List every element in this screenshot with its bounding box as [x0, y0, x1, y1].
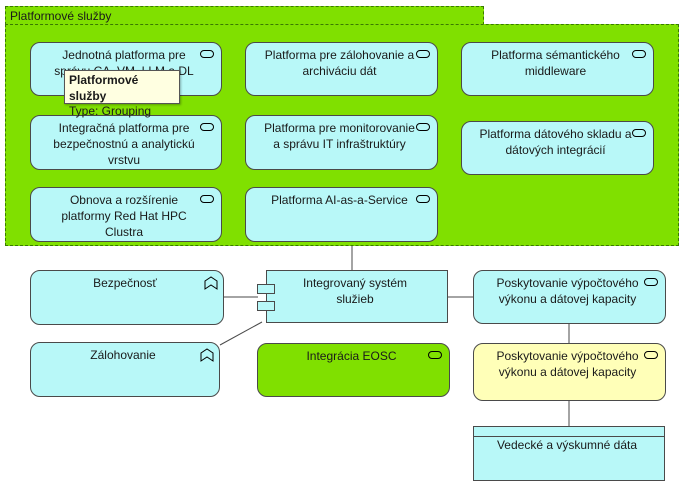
service-ai-as-a-service[interactable]: Platforma AI-as-a-Service	[245, 187, 438, 242]
data-object-header-line	[473, 436, 665, 437]
service-label: Platforma pre zálohovanie a archiváciu d…	[264, 48, 415, 79]
conn-backup-component	[219, 321, 263, 346]
service-label: Integračná platforma pre bezpečnostnú a …	[53, 121, 195, 168]
function-label: Zálohovanie	[90, 348, 156, 362]
service-icon	[416, 123, 430, 131]
function-label: Bezpečnosť	[93, 276, 157, 290]
service-icon	[632, 129, 646, 137]
service-icon	[416, 50, 430, 58]
service-label: Poskytovanie výpočtového výkonu a dátove…	[496, 349, 639, 380]
service-icon	[200, 123, 214, 131]
service-icon	[200, 50, 214, 58]
function-chevron-icon	[200, 348, 214, 362]
service-data-warehouse[interactable]: Platforma dátového skladu a dátových int…	[461, 121, 654, 175]
tooltip-title: Platformové služby	[69, 73, 139, 103]
service-eosc-integration[interactable]: Integrácia EOSC	[257, 343, 450, 397]
service-label: Platforma sémantického middleware	[491, 48, 620, 79]
service-label: Integrácia EOSC	[306, 349, 397, 363]
component-label: Integrovaný systém služieb	[302, 276, 408, 307]
service-icon	[632, 50, 646, 58]
service-label: Platforma pre monitorovanie a správu IT …	[264, 121, 415, 152]
group-title: Platformové služby	[10, 9, 112, 23]
function-security[interactable]: Bezpečnosť	[30, 270, 224, 325]
service-icon	[200, 195, 214, 203]
component-tab-icon	[257, 284, 275, 294]
service-label: Poskytovanie výpočtového výkonu a dátove…	[496, 276, 639, 307]
data-object-label: Vedecké a výskumné dáta	[496, 438, 638, 452]
service-compute-capacity-business[interactable]: Poskytovanie výpočtového výkonu a dátove…	[473, 343, 666, 401]
component-tab-icon	[257, 301, 275, 311]
component-integrated-system[interactable]: Integrovaný systém služieb	[266, 270, 448, 323]
service-compute-capacity[interactable]: Poskytovanie výpočtového výkonu a dátove…	[473, 270, 666, 324]
service-icon	[416, 195, 430, 203]
service-label: Platforma dátového skladu a dátových int…	[479, 127, 632, 158]
grouping-tooltip: Platformové služby Type: Grouping	[64, 70, 180, 118]
service-icon	[644, 278, 658, 286]
service-monitoring-platform[interactable]: Platforma pre monitorovanie a správu IT …	[245, 115, 438, 170]
function-chevron-icon	[204, 276, 218, 290]
service-redhat-hpc[interactable]: Obnova a rozšírenie platformy Red Hat HP…	[30, 187, 222, 242]
service-icon	[428, 351, 442, 359]
service-label: Obnova a rozšírenie platformy Red Hat HP…	[61, 193, 187, 240]
service-integration-platform[interactable]: Integračná platforma pre bezpečnostnú a …	[30, 115, 222, 170]
function-backup[interactable]: Zálohovanie	[30, 342, 220, 397]
data-object-research-data[interactable]: Vedecké a výskumné dáta	[473, 426, 665, 481]
service-icon	[644, 351, 658, 359]
service-backup-platform[interactable]: Platforma pre zálohovanie a archiváciu d…	[245, 42, 438, 96]
group-tab[interactable]: Platformové služby	[5, 6, 484, 25]
service-label: Platforma AI-as-a-Service	[271, 193, 408, 207]
tooltip-type: Type: Grouping	[69, 104, 152, 119]
service-semantic-middleware[interactable]: Platforma sémantického middleware	[461, 42, 654, 96]
